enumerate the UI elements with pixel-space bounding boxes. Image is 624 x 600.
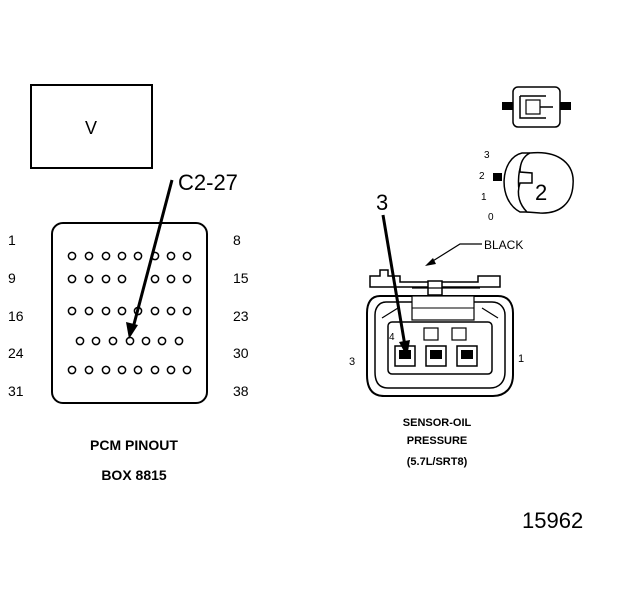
pcm-caption-line1: PCM PINOUT <box>90 437 178 453</box>
pin-label-38: 38 <box>233 383 249 399</box>
pcm-pin <box>101 365 111 375</box>
pcm-pin <box>67 274 77 284</box>
pcm-pin <box>67 251 77 261</box>
pcm-connector-body <box>51 222 208 404</box>
sensor-caption-line2: PRESSURE <box>407 435 468 447</box>
pcm-callout-arrow-line <box>131 179 174 329</box>
black-leader-line <box>427 243 482 265</box>
sensor-caption-line3: (5.7L/SRT8) <box>407 456 468 468</box>
pcm-pin <box>182 365 192 375</box>
pcm-pin <box>108 336 118 346</box>
pcm-pin <box>141 336 151 346</box>
sensor-callout-arrow-line <box>381 214 407 347</box>
pcm-pin <box>174 336 184 346</box>
pin-label-30: 30 <box>233 345 249 361</box>
lock-position-3: 3 <box>484 150 490 161</box>
pcm-callout-arrowhead <box>126 322 138 339</box>
black-label: BLACK <box>484 238 523 252</box>
sensor-pin-3-label: 3 <box>349 356 355 368</box>
pcm-pin <box>84 274 94 284</box>
pin-label-23: 23 <box>233 308 249 324</box>
pcm-pin <box>117 365 127 375</box>
pin-label-15: 15 <box>233 270 249 286</box>
pcm-pin <box>84 251 94 261</box>
pcm-pin <box>117 306 127 316</box>
pin-label-9: 9 <box>8 270 16 286</box>
box-v <box>30 84 153 169</box>
pcm-pin <box>150 274 160 284</box>
sensor-pin-1-label: 1 <box>518 353 524 365</box>
pcm-pin <box>133 251 143 261</box>
pcm-pin <box>101 274 111 284</box>
pcm-callout-label: C2-27 <box>178 170 238 195</box>
sensor-callout-arrowhead <box>399 340 410 357</box>
pcm-pin <box>182 274 192 284</box>
lock-label: 2 <box>535 180 547 205</box>
pcm-pin <box>84 306 94 316</box>
pin-label-31: 31 <box>8 383 24 399</box>
sensor-caption-line1: SENSOR-OIL <box>403 417 472 429</box>
pcm-pin <box>182 251 192 261</box>
pin-label-16: 16 <box>8 308 24 324</box>
sensor-callout-label: 3 <box>376 190 388 215</box>
pcm-pin <box>101 306 111 316</box>
pcm-pin <box>166 251 176 261</box>
pin-label-1: 1 <box>8 232 16 248</box>
pcm-pin-grid <box>67 251 192 375</box>
pcm-pin <box>117 251 127 261</box>
connector-lock <box>493 151 574 214</box>
box-v-label: V <box>85 118 97 138</box>
pcm-pin <box>67 306 77 316</box>
pcm-pin <box>166 365 176 375</box>
pcm-pin <box>91 336 101 346</box>
pcm-pin <box>133 365 143 375</box>
pcm-pin <box>157 336 167 346</box>
figure-number: 15962 <box>522 508 583 533</box>
connector-side-view <box>502 86 571 128</box>
pcm-pin <box>101 251 111 261</box>
pcm-pin <box>117 274 127 284</box>
pcm-pin <box>84 365 94 375</box>
sensor-connector-face <box>366 269 514 397</box>
pcm-pin <box>166 306 176 316</box>
pcm-pin <box>75 336 85 346</box>
lock-position-2: 2 <box>479 171 485 182</box>
pcm-pin <box>150 306 160 316</box>
pcm-pin <box>125 336 135 346</box>
lock-position-0: 0 <box>488 212 494 223</box>
lock-position-1: 1 <box>481 192 487 203</box>
pin-label-8: 8 <box>233 232 241 248</box>
pcm-pin <box>182 306 192 316</box>
pin-label-24: 24 <box>8 345 24 361</box>
pcm-pin <box>150 365 160 375</box>
pcm-pin <box>166 274 176 284</box>
pcm-pin <box>67 365 77 375</box>
black-leader-arrowhead <box>425 258 436 266</box>
pcm-caption-line2: BOX 8815 <box>101 467 167 483</box>
sensor-pin-small-label: 4 <box>389 332 395 343</box>
